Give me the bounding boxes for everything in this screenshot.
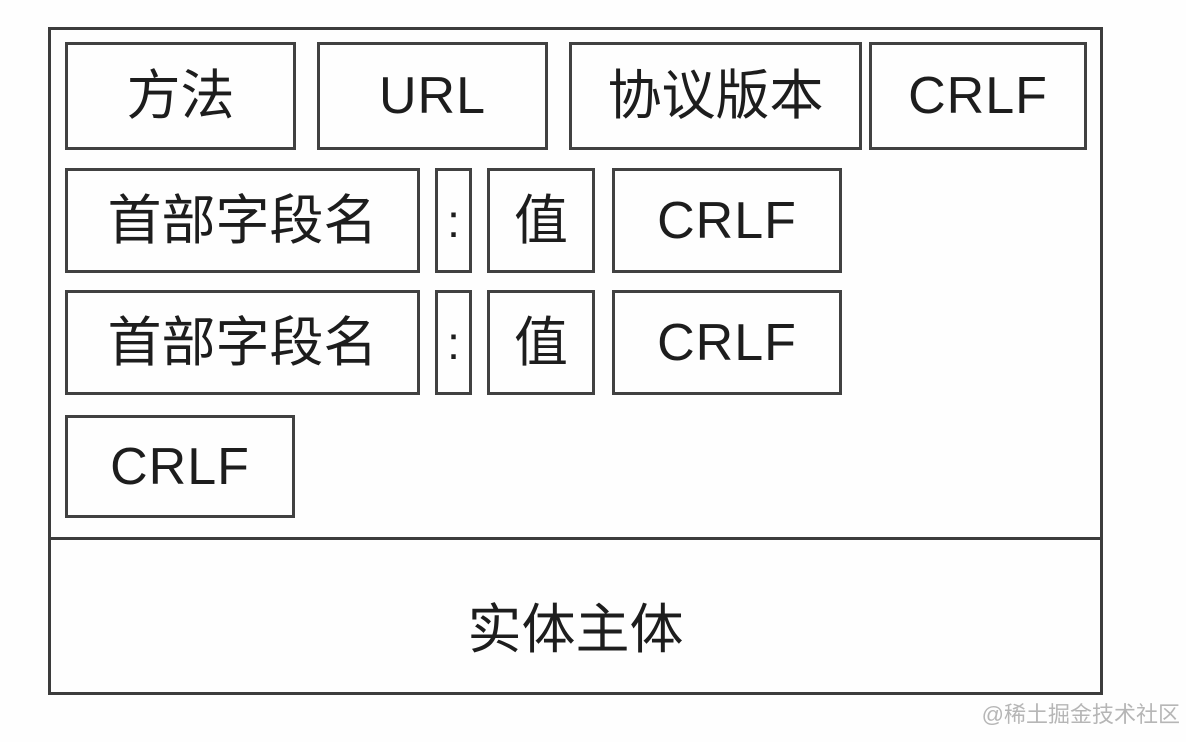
request-line-row: 方法 URL 协议版本 CRLF: [0, 42, 1186, 150]
header-row-1: 首部字段名 : 值 CRLF: [0, 168, 1186, 273]
entity-body-label: 实体主体: [467, 599, 684, 660]
header-crlf-box: CRLF: [612, 168, 842, 273]
watermark: @稀土掘金技术社区: [981, 702, 1180, 727]
header-crlf-box: CRLF: [612, 290, 842, 395]
protocol-version-box: 协议版本: [569, 42, 862, 150]
header-row-2: 首部字段名 : 值 CRLF: [0, 290, 1186, 395]
request-line-crlf-box: CRLF: [869, 42, 1087, 150]
method-box: 方法: [65, 42, 296, 150]
entity-body-section: 实体主体: [48, 537, 1103, 695]
colon-separator-box: :: [435, 168, 472, 273]
header-field-name-box: 首部字段名: [65, 168, 420, 273]
url-box: URL: [317, 42, 548, 150]
header-value-box: 值: [487, 290, 595, 395]
blank-line-crlf-box: CRLF: [65, 415, 295, 518]
blank-line-row: CRLF: [0, 415, 1186, 518]
colon-separator-box: :: [435, 290, 472, 395]
header-value-box: 值: [487, 168, 595, 273]
header-field-name-box: 首部字段名: [65, 290, 420, 395]
